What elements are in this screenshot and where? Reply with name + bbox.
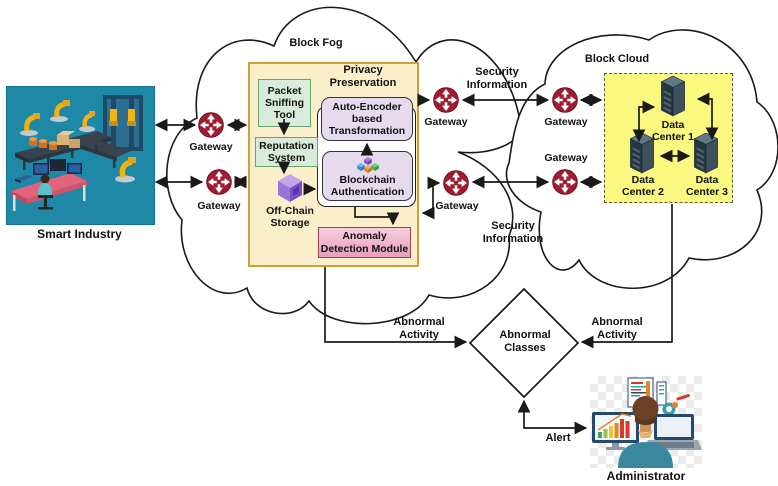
administrator-illustration xyxy=(590,376,702,468)
robot-arm-icon xyxy=(20,100,136,183)
administrator-caption: Administrator xyxy=(606,469,686,483)
auto-encoder-box: Auto-Encoder based Transformation xyxy=(321,97,413,141)
block-cloud-label: Block Cloud xyxy=(584,53,650,65)
off-chain-cube-icon xyxy=(278,174,302,202)
gateway-label: Gateway xyxy=(424,116,468,128)
data-center-3-label: Data Center 3 xyxy=(685,174,728,199)
alert-label: Alert xyxy=(545,432,571,444)
smart-industry-illustration xyxy=(6,86,155,225)
gateway-label: Gateway xyxy=(544,116,588,128)
blockchain-cubes-icon xyxy=(356,156,379,173)
gateway-icon xyxy=(197,111,225,139)
gateway-icon xyxy=(551,86,579,114)
abnormal-activity-label-right: Abnormal Activity xyxy=(591,316,643,341)
abnormal-classes-label: Abnormal Classes xyxy=(499,329,551,354)
gateway-icon xyxy=(205,168,233,196)
privacy-preservation-title: Privacy Preservation xyxy=(329,64,397,89)
gateway-label: Gateway xyxy=(197,200,241,212)
anomaly-detection-box: Anomaly Detection Module xyxy=(318,227,411,258)
smart-industry-caption: Smart Industry xyxy=(37,227,122,241)
gateway-icon xyxy=(551,168,579,196)
abnormal-activity-label-left: Abnormal Activity xyxy=(393,316,445,341)
blockchain-authentication-box: Blockchain Authentication xyxy=(322,151,413,201)
security-information-label-top: Security Information xyxy=(466,66,528,91)
server-tower-icon xyxy=(660,76,686,117)
off-chain-storage-label: Off-Chain Storage xyxy=(266,205,314,230)
data-center-1-label: Data Center 1 xyxy=(651,119,694,144)
data-center-2-label: Data Center 2 xyxy=(621,174,664,199)
gateway-label: Gateway xyxy=(544,152,588,164)
security-information-label-bottom: Security Information xyxy=(482,220,544,245)
packet-sniffing-tool-box: Packet Sniffing Tool xyxy=(258,79,311,127)
gateway-icon xyxy=(442,169,470,197)
reputation-system-box: Reputation System xyxy=(255,137,318,167)
gateway-label: Gateway xyxy=(189,141,233,153)
gateway-label: Gateway xyxy=(435,200,479,212)
gateway-icon xyxy=(432,86,460,114)
block-fog-label: Block Fog xyxy=(289,37,343,49)
blockchain-authentication-label: Blockchain Authentication xyxy=(330,173,405,198)
